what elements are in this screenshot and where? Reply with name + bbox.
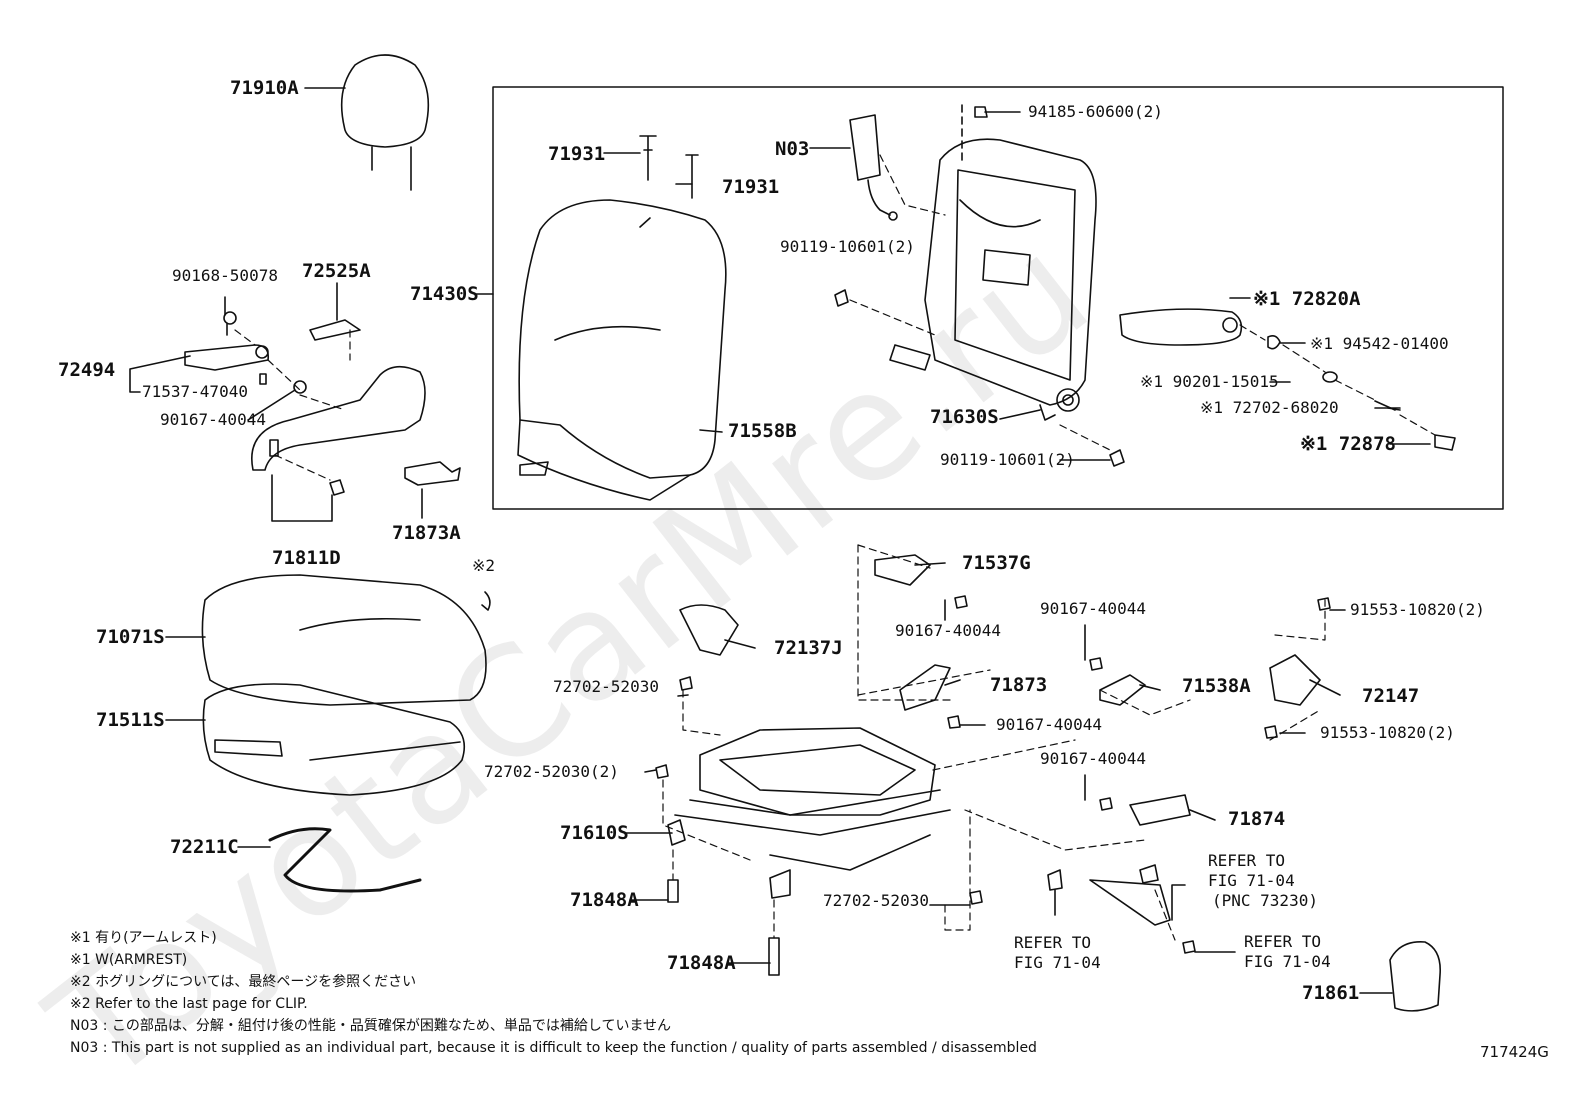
label-note2-mark: ※2 [472, 556, 496, 575]
label-71610S: 71610S [560, 822, 629, 844]
refer-2-line2: FIG 71-04 [1014, 953, 1101, 972]
knob-71861-shape [1389, 941, 1442, 1012]
seat-cushion-pad-shape [201, 574, 487, 706]
label-72702-52030-b: 72702-52030(2) [484, 762, 619, 781]
seatback-frame-shape [889, 104, 1097, 421]
label-71558B: 71558B [728, 420, 797, 442]
label-91553-10820-b: 91553-10820(2) [1320, 723, 1455, 742]
label-71848A-b: 71848A [667, 952, 736, 974]
clip-shape [481, 591, 491, 611]
label-90119-10601-b: 90119-10601(2) [940, 450, 1075, 469]
label-72702-68020: ※1 72702-68020 [1200, 398, 1339, 417]
label-90167-40044-c: 90167-40044 [996, 715, 1102, 734]
label-71931-b: 71931 [722, 176, 780, 198]
refer-3-line1: REFER TO [1244, 932, 1322, 951]
note-1-en: ※1 W(ARMREST) [70, 952, 188, 968]
label-71538A: 71538A [1182, 675, 1251, 697]
label-71537-47040: 71537-47040 [142, 382, 248, 401]
label-72137J: 72137J [774, 637, 843, 659]
label-90167-40044-e: 90167-40044 [1040, 749, 1146, 768]
label-71430S: 71430S [410, 283, 479, 305]
label-94185-60600: 94185-60600(2) [1028, 102, 1163, 121]
refer-1-line1: REFER TO [1208, 851, 1286, 870]
label-71630S: 71630S [930, 406, 999, 428]
label-71931-a: 71931 [548, 143, 606, 165]
label-71537G: 71537G [962, 552, 1031, 574]
label-71511S: 71511S [96, 709, 165, 731]
bracket-71873A-shape [404, 461, 461, 486]
label-72820A: ※1 72820A [1253, 288, 1361, 310]
refer-3-line2: FIG 71-04 [1244, 952, 1331, 971]
side-airbag-shape [849, 114, 898, 221]
label-72702-52030-a: 72702-52030 [553, 677, 659, 696]
label-90201-15015: ※1 90201-15015 [1140, 372, 1279, 391]
refer-1-line2: FIG 71-04 [1208, 871, 1295, 890]
diagram-code: 717424G [1480, 1043, 1549, 1061]
seatback-cover-shape [517, 199, 727, 501]
note-1-jp: ※1 有り(アームレスト) [70, 930, 217, 946]
headrest-shape [340, 54, 430, 191]
label-71873A: 71873A [392, 522, 461, 544]
label-90167-40044-a: 90167-40044 [160, 410, 266, 429]
seat-adjuster-shape [667, 554, 1321, 926]
note-2-jp: ※2 ホグリングについては、最終ページを参照ください [70, 974, 417, 990]
label-71861: 71861 [1302, 982, 1360, 1004]
label-71811D: 71811D [272, 547, 341, 569]
note-n03-en: N03 : This part is not supplied as an in… [70, 1040, 1037, 1056]
label-72878: ※1 72878 [1300, 433, 1396, 455]
label-72211C: 72211C [170, 836, 239, 858]
label-90119-10601-a: 90119-10601(2) [780, 237, 915, 256]
label-72702-52030-c: 72702-52030 [823, 891, 929, 910]
label-90167-40044-b: 90167-40044 [895, 621, 1001, 640]
wire-72211C-shape [268, 827, 422, 893]
label-91553-10820-a: 91553-10820(2) [1350, 600, 1485, 619]
label-N03: N03 [775, 138, 810, 160]
bolt-shapes [834, 106, 1125, 467]
label-71071S: 71071S [96, 626, 165, 648]
label-90168-50078: 90168-50078 [172, 266, 278, 285]
label-72525A: 72525A [302, 260, 371, 282]
recliner-cover-shape [184, 311, 426, 496]
note-2-en: ※2 Refer to the last page for CLIP. [70, 996, 308, 1012]
seat-cushion-frame-shape [202, 683, 466, 796]
seatback-group-box [492, 86, 1504, 510]
label-72494: 72494 [58, 359, 116, 381]
lower-bolt-shapes [655, 595, 1331, 976]
label-71873: 71873 [990, 674, 1048, 696]
refer-2-line1: REFER TO [1014, 933, 1092, 952]
label-71848A-a: 71848A [570, 889, 639, 911]
label-94542-01400: ※1 94542-01400 [1310, 334, 1449, 353]
label-90167-40044-d: 90167-40044 [1040, 599, 1146, 618]
label-71910A: 71910A [230, 77, 299, 99]
label-71874: 71874 [1228, 808, 1286, 830]
refer-1-line3: (PNC 73230) [1212, 891, 1318, 910]
pin-shapes [639, 135, 699, 199]
label-72147: 72147 [1362, 685, 1420, 707]
note-n03-jp: N03 : この部品は、分解・組付け後の性能・品質確保が困難なため、単品では補給… [70, 1018, 672, 1034]
